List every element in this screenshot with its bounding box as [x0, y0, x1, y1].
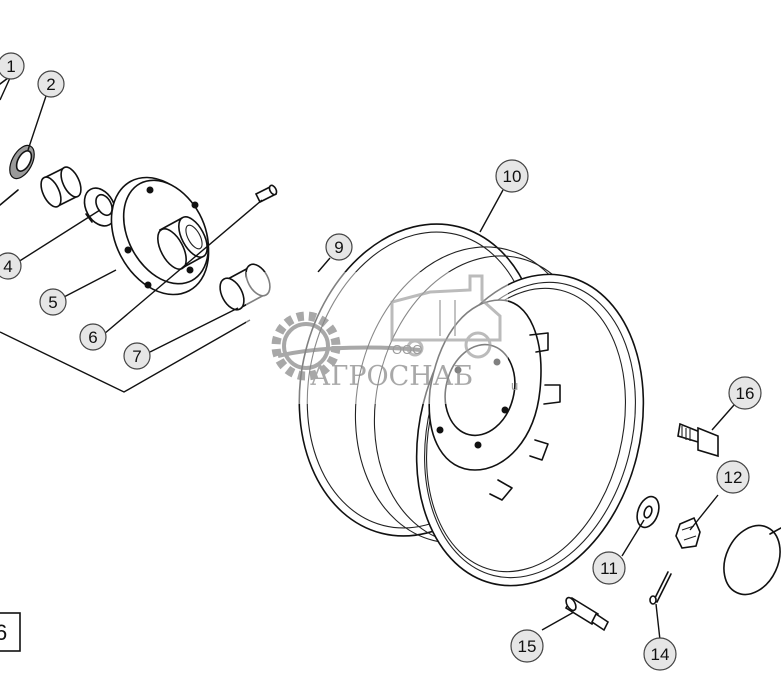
callout-14-label: 14 — [651, 645, 670, 664]
callout-10: 10 — [495, 159, 529, 193]
callout-11-label: 11 — [600, 559, 618, 578]
callout-14: 14 — [643, 637, 677, 671]
watermark-prefix: ООО — [392, 342, 422, 357]
part-14-cotter-pin — [649, 571, 672, 605]
callout-10-label: 10 — [503, 167, 522, 186]
callout-16: 16 — [728, 376, 762, 410]
gear-logo-icon — [271, 311, 341, 381]
watermark-suffix: u — [511, 378, 518, 393]
part-1-edge — [0, 77, 9, 85]
callout-9-label: 9 — [334, 238, 343, 257]
part-3-edge — [0, 189, 19, 206]
part-7-race — [219, 263, 271, 311]
callout-12-label: 12 — [724, 468, 743, 487]
callout-2: 2 — [37, 70, 65, 98]
callout-4: 4 — [0, 252, 22, 280]
callout-6: 6 — [79, 323, 107, 351]
callout-11: 11 — [592, 551, 626, 585]
callout-5: 5 — [39, 288, 67, 316]
callout-2-label: 2 — [46, 75, 55, 94]
part-2-seal — [9, 144, 35, 180]
callout-15-label: 15 — [518, 637, 537, 656]
part-bearing-cup — [40, 166, 82, 208]
corner-reference-box: 6 — [0, 612, 21, 652]
callout-15: 15 — [510, 629, 544, 663]
callout-5-label: 5 — [48, 293, 57, 312]
watermark: ООО АГРОСНАБ u — [246, 272, 518, 404]
part-10-wheel-rim — [298, 223, 645, 587]
callout-16-label: 16 — [736, 384, 755, 403]
callout-4-label: 4 — [3, 257, 12, 276]
part-5-hub — [110, 176, 210, 296]
watermark-brand: АГРОСНАБ — [310, 361, 473, 392]
corner-reference-label: 6 — [0, 620, 7, 645]
bracket-line — [0, 319, 251, 393]
callout-1-label: 1 — [6, 57, 15, 76]
leader-lines — [0, 77, 735, 641]
callout-12: 12 — [716, 460, 750, 494]
part-13-hub-cap — [723, 524, 781, 596]
part-16-bolt — [677, 422, 719, 458]
callout-6-label: 6 — [88, 328, 97, 347]
hub-assembly — [0, 77, 278, 393]
callout-9: 9 — [325, 233, 353, 261]
callout-7-label: 7 — [132, 347, 141, 366]
part-11-washer — [636, 495, 660, 529]
callout-1: 1 — [0, 52, 25, 80]
part-6-grease-fitting — [254, 184, 278, 204]
part-15-valve-stem — [564, 596, 610, 632]
callout-7: 7 — [123, 342, 151, 370]
